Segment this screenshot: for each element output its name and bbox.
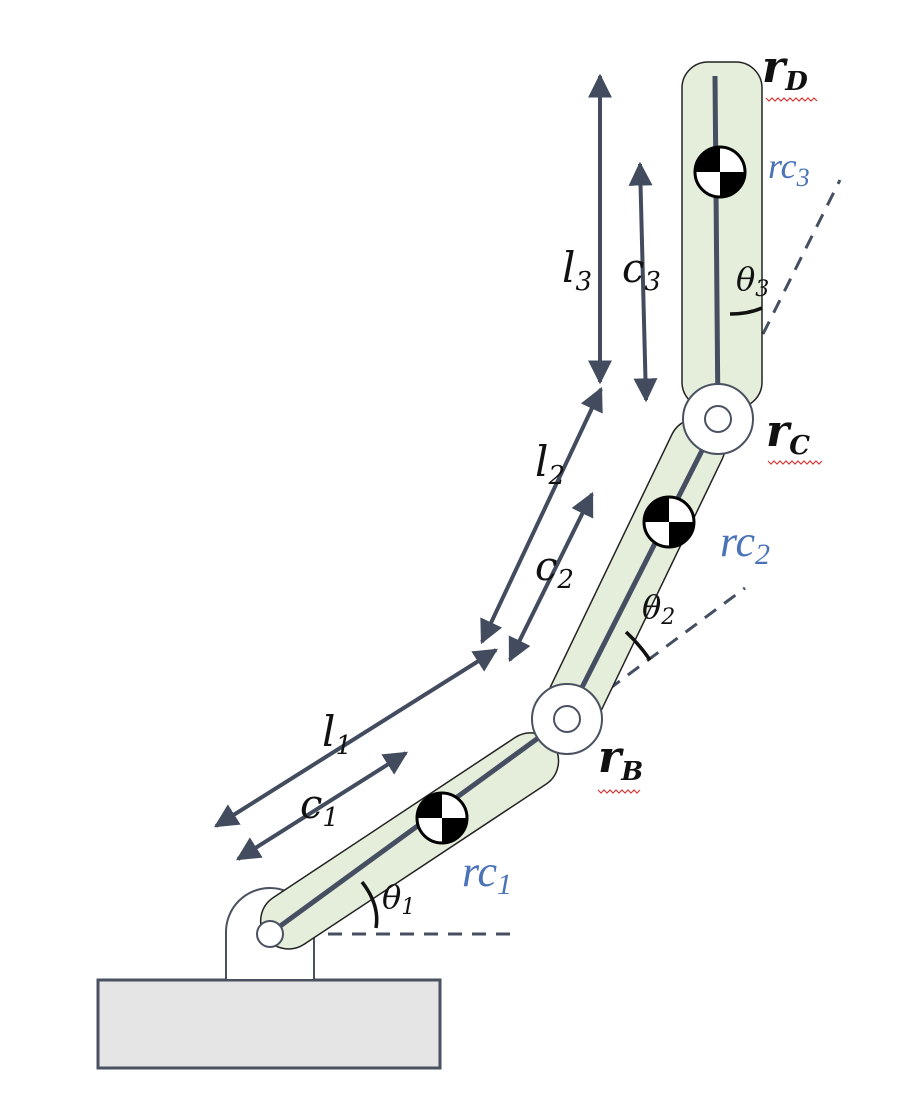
joint-c-icon	[682, 383, 754, 455]
label-rd: rD	[762, 42, 808, 97]
center-of-mass-icon-3	[693, 145, 747, 199]
rb-spellcheck-squiggle	[597, 789, 641, 794]
link-3-axis	[712, 75, 721, 420]
label-rc1: rc1	[462, 847, 512, 901]
theta2-arc	[624, 630, 652, 661]
link-1	[259, 732, 560, 950]
label-l3: l3	[562, 243, 592, 297]
label-c2: c2	[535, 544, 574, 595]
base-block	[96, 978, 442, 1070]
c3-dimension-arrow	[628, 161, 658, 403]
link-3	[681, 61, 763, 409]
joint-a-icon	[256, 920, 284, 948]
label-l1: l1	[322, 707, 352, 761]
rd-spellcheck-squiggle	[765, 97, 818, 102]
center-of-mass-icon-1	[415, 791, 469, 845]
label-theta1: θ1	[382, 878, 415, 920]
label-rb: rB	[598, 732, 643, 787]
label-theta2: θ2	[642, 588, 675, 630]
label-rc2: rc2	[720, 517, 770, 571]
theta1-arc	[360, 880, 379, 929]
label-c1: c1	[300, 782, 339, 833]
label-l2: l2	[535, 437, 565, 491]
label-theta3: θ3	[736, 260, 769, 302]
c2-dimension-arrow	[508, 491, 594, 663]
theta3-reference-line	[718, 179, 842, 421]
theta3-arc	[729, 306, 763, 316]
joint-b-icon	[531, 683, 603, 755]
label-c3: c3	[622, 246, 661, 297]
rc-spellcheck-squiggle	[767, 460, 823, 465]
center-of-mass-icon-2	[642, 495, 696, 549]
label-rc: rC	[766, 406, 810, 461]
c1-dimension-arrow	[235, 751, 409, 861]
link-2-axis	[564, 417, 721, 719]
label-rc3: rc3	[768, 146, 810, 192]
